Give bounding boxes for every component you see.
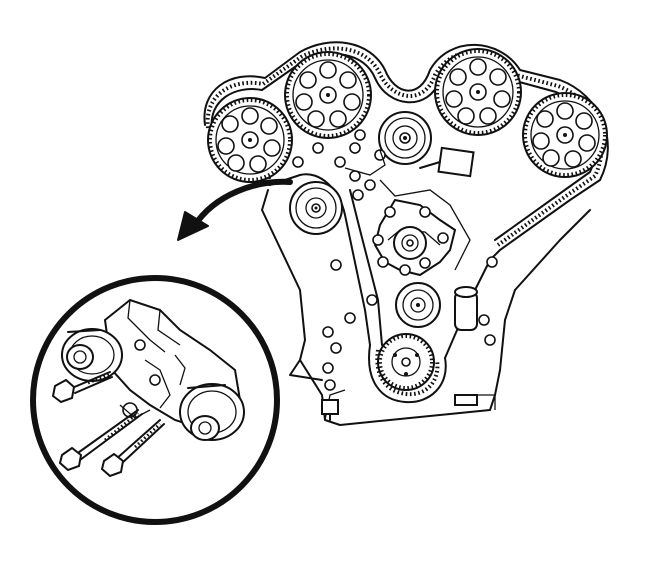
right-sensor-housing <box>454 256 498 346</box>
camshaft-sprocket-2 <box>284 51 372 139</box>
tensioner-idler-pulley <box>289 181 343 235</box>
engine-front-outline <box>261 146 591 426</box>
tensioner-pulley-upper <box>61 328 123 382</box>
upper-idler-pulley <box>378 111 432 165</box>
lower-idler-pulley <box>395 282 441 328</box>
bolt-icon <box>51 371 165 478</box>
camshaft-sprocket-1 <box>207 97 293 183</box>
lower-studs <box>321 259 378 421</box>
camshaft-sprocket-4 <box>522 92 608 178</box>
water-pump <box>372 198 457 277</box>
upper-studs <box>292 129 386 201</box>
camshaft-sprocket-3 <box>434 48 522 136</box>
crankshaft-sprocket <box>377 333 435 391</box>
tensioner-pulley-lower <box>179 383 245 441</box>
callout-arrow-icon <box>177 178 293 241</box>
